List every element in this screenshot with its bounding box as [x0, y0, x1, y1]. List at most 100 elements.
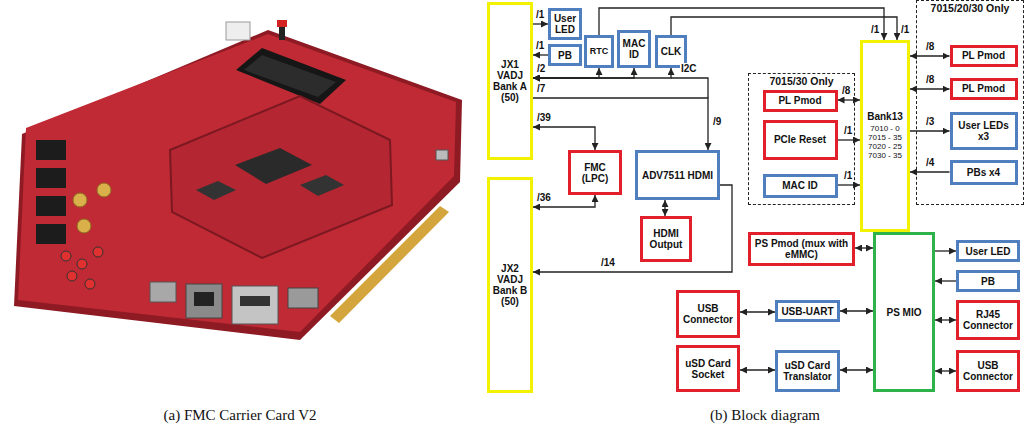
bus-name: I2C [680, 63, 698, 74]
box-label: JX2 VADJ Bank B (50) [491, 263, 529, 307]
bit-count: /4 [925, 157, 935, 168]
board-photo-part [194, 292, 214, 306]
box-label: JX1 VADJ Bank A (50) [491, 59, 529, 103]
box-label: PS MIO [878, 307, 930, 318]
box-label: RTC [589, 47, 609, 57]
box-label: USB-UART [780, 306, 835, 317]
signal-connector [533, 68, 634, 78]
board-photo-part [97, 183, 111, 197]
box-label: PS Pmod (mux with eMMC) [753, 238, 850, 260]
board-photo-part [300, 175, 344, 196]
board-photo-part [14, 30, 462, 340]
signal-connector [855, 247, 873, 248]
component-box: PBs x4 [950, 160, 1018, 185]
bit-count: /7 [536, 83, 546, 94]
signal-connector [664, 200, 665, 216]
board-photo-part [150, 282, 176, 302]
board-photo-part [36, 168, 66, 188]
box-label: User LEDs x3 [955, 120, 1013, 142]
box-label: CLK [660, 46, 682, 57]
board-photo-part [36, 196, 66, 216]
bit-count: /8 [925, 41, 935, 52]
bit-count: /1 [870, 24, 880, 35]
bit-count: /2 [536, 63, 546, 74]
box-label: FMC (LPC) [573, 162, 617, 184]
connector-box: FMC (LPC) [568, 150, 622, 195]
board-photo-part [240, 296, 270, 306]
board-photo-part [77, 219, 91, 233]
board-photo-part [93, 247, 103, 257]
subfigure-caption: (b) Block diagram [710, 406, 820, 424]
connector-box: USB Connector [956, 350, 1020, 392]
board-photo-part [18, 34, 456, 332]
board-photo-part [67, 271, 77, 281]
board-photo-part [436, 150, 448, 160]
bit-count: /1 [535, 9, 545, 20]
region-title: 7015/30 Only [749, 76, 854, 88]
component-box: ADV7511 HDMI [635, 150, 720, 200]
board-photo-part [85, 279, 95, 289]
i2c-bus-wire-part [671, 78, 708, 98]
signal-connector [533, 54, 548, 55]
bit-count: /1 [843, 125, 853, 136]
signal-connector [838, 99, 861, 100]
signal-connector [533, 23, 548, 24]
board-photo-part [186, 284, 222, 318]
board-photo-part [235, 148, 312, 184]
box-label: PB [553, 50, 577, 61]
board-photo-part [277, 20, 287, 27]
connector-box: PL Pmod [763, 90, 838, 112]
connector-box: PL Pmod [950, 78, 1018, 100]
signal-connector [740, 311, 775, 312]
board-photo-part [196, 181, 236, 200]
component-box: User LEDs x3 [950, 112, 1018, 150]
signal-connector [935, 370, 956, 371]
box-label: uSD Card Translator [780, 360, 835, 382]
bit-count: /3 [925, 116, 935, 127]
board-photo-part [36, 140, 66, 160]
box-label: PBs x4 [955, 167, 1013, 178]
board-photo-part [236, 48, 346, 104]
component-box: User LED [548, 8, 582, 40]
bit-count: /14 [600, 257, 616, 268]
component-box: MAC ID [763, 174, 838, 198]
signal-connector [740, 369, 775, 370]
board-photo-part [61, 251, 71, 261]
region-title: 7015/20/30 Only [917, 3, 1023, 15]
box-label: Bank13 [864, 111, 906, 122]
box-label: HDMI Output [645, 228, 687, 250]
connector-box: uSD Card Socket [676, 345, 740, 392]
variant-region: 7015/30 Only PL PmodPCIe ResetMAC ID [748, 73, 855, 205]
bit-count: /9 [712, 116, 722, 127]
connector-box: USB Connector [676, 290, 740, 338]
box-label: USB Connector [961, 360, 1015, 382]
board-photo-part [77, 259, 87, 269]
box-label: User LED [961, 246, 1015, 257]
signal-connector [840, 369, 873, 370]
bit-count: /8 [925, 74, 935, 85]
component-box: User LED [956, 240, 1020, 262]
board-photo-part [288, 288, 318, 308]
signal-connector [840, 310, 873, 311]
box-label: PL Pmod [955, 50, 1013, 61]
board-photo-part [232, 286, 278, 324]
box-label: ADV7511 HDMI [640, 170, 715, 181]
signal-connector [935, 280, 956, 281]
component-box: USB-UART [775, 300, 840, 322]
variant-region: 7015/20/30 Only PL Pmod PL PmodUser LEDs x… [916, 0, 1024, 205]
box-label: USB Connector [681, 303, 735, 325]
board-photo-part [226, 22, 250, 40]
connector-box: PCIe Reset [763, 120, 838, 160]
signal-connector [533, 98, 708, 150]
board-photo-part [36, 224, 66, 244]
box-label: User LED [553, 13, 577, 35]
component-box: PB [548, 44, 582, 66]
signal-connector [935, 319, 956, 320]
board-photo-part [170, 96, 392, 258]
bit-count: /1 [843, 170, 853, 181]
connector-box: HDMI Output [640, 216, 692, 262]
bit-count: /1 [900, 24, 910, 35]
fpga-bank: JX2 VADJ Bank B (50) [487, 177, 533, 393]
pin-count-list: 7010 - 0 7015 - 35 7020 - 25 7030 - 35 [864, 125, 906, 160]
